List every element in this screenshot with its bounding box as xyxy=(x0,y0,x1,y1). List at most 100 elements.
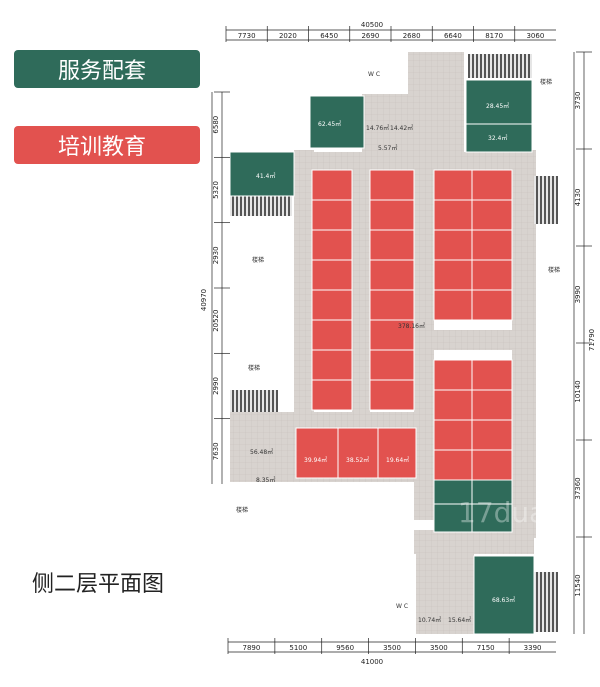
service-room xyxy=(309,95,365,149)
plan-labels: W C 14.76㎡ 14.42㎡ 5.57㎡ 378.16㎡ 56.48㎡ 8… xyxy=(236,71,560,624)
dim-segment-label: 6640 xyxy=(444,32,462,40)
training-room xyxy=(471,419,513,451)
training-room xyxy=(311,169,353,201)
dim-bottom-total: 41000 xyxy=(361,658,383,666)
wc-label-top: W C xyxy=(368,71,380,78)
dim-left-total: 40970 xyxy=(200,289,208,311)
plan-title: 侧二层平面图 xyxy=(32,572,165,597)
dim-segment-label: 3990 xyxy=(574,286,582,304)
training-room xyxy=(471,259,513,291)
training-room xyxy=(311,349,353,381)
area-label: 15.64㎡ xyxy=(448,616,471,624)
stair-bottom-right xyxy=(534,572,558,632)
dim-right-segments: 3730 4130 3990 10140 37360 11540 xyxy=(574,51,592,597)
service-room xyxy=(229,151,295,197)
legend-service: 服务配套 xyxy=(14,50,200,88)
watermark: 17dua xyxy=(458,496,546,529)
stair-label: 楼梯 xyxy=(540,78,552,86)
dim-segment-label: 8170 xyxy=(485,32,503,40)
stair-label: 楼梯 xyxy=(252,256,264,264)
dim-top-total: 40500 xyxy=(361,21,383,29)
stair-left-top xyxy=(230,196,292,216)
training-room xyxy=(311,379,353,411)
room-area-label: 19.64㎡ xyxy=(386,456,409,464)
legend-training-label: 培训教育 xyxy=(58,135,147,160)
service-room xyxy=(473,555,535,635)
training-room xyxy=(471,359,513,391)
stair-label: 楼梯 xyxy=(236,506,248,514)
dim-right-total: 71790 xyxy=(588,329,596,351)
dim-segment-label: 2690 xyxy=(361,32,379,40)
stair-left-bottom xyxy=(230,390,278,412)
service-room xyxy=(465,79,533,125)
dim-segment-label: 7730 xyxy=(238,32,256,40)
wc-label-bottom: W C xyxy=(396,603,408,610)
area-label: 56.48㎡ xyxy=(250,448,273,456)
training-room xyxy=(433,359,473,391)
training-room xyxy=(311,199,353,231)
dim-segment-label: 2020 xyxy=(279,32,297,40)
training-room xyxy=(471,449,513,481)
dim-segment-label: 3060 xyxy=(526,32,544,40)
area-label: 10.74㎡ xyxy=(418,616,441,624)
dim-segment-label: 3500 xyxy=(430,644,448,652)
training-room xyxy=(369,169,415,201)
stair-right xyxy=(534,176,558,224)
area-label: 8.35㎡ xyxy=(256,476,275,484)
training-room xyxy=(433,419,473,451)
area-label: 14.42㎡ xyxy=(390,124,413,132)
stair-label: 楼梯 xyxy=(548,266,560,274)
dim-segment-label: 5320 xyxy=(212,181,220,199)
training-room xyxy=(337,427,379,479)
training-room xyxy=(369,379,415,411)
dim-segment-label: 3390 xyxy=(524,644,542,652)
training-room xyxy=(295,427,339,479)
dim-segment-label: 6450 xyxy=(320,32,338,40)
dimension-texts: 40500 41000 40970 71790 xyxy=(200,21,596,666)
area-label: 14.76㎡ xyxy=(366,124,389,132)
dim-segment-label: 4130 xyxy=(574,189,582,207)
training-room xyxy=(433,169,473,201)
room-area-label: 39.94㎡ xyxy=(304,456,327,464)
legend-training: 培训教育 xyxy=(14,126,200,164)
room-area-label: 41.4㎡ xyxy=(256,172,275,180)
dim-segment-label: 2930 xyxy=(212,246,220,264)
corridor-area-label: 378.16㎡ xyxy=(398,322,425,330)
stair-label: 楼梯 xyxy=(248,364,260,372)
dim-segment-label: 11540 xyxy=(574,574,582,596)
service-room xyxy=(433,503,473,533)
training-room xyxy=(311,259,353,291)
training-room xyxy=(369,349,415,381)
dim-segment-label: 7150 xyxy=(477,644,495,652)
training-room xyxy=(433,449,473,481)
dim-segment-label: 37360 xyxy=(574,477,582,499)
dim-segment-label: 6580 xyxy=(212,116,220,134)
training-room xyxy=(311,289,353,321)
service-room xyxy=(471,503,513,533)
dim-segment-label: 10140 xyxy=(574,380,582,402)
training-room xyxy=(433,259,473,291)
dim-segment-label: 7890 xyxy=(243,644,261,652)
room-area-label: 62.45㎡ xyxy=(318,120,341,128)
training-room xyxy=(433,199,473,231)
training-room xyxy=(471,389,513,421)
training-room xyxy=(369,319,415,351)
area-label: 5.57㎡ xyxy=(378,144,397,152)
training-room xyxy=(433,389,473,421)
stairs xyxy=(230,54,558,632)
training-room xyxy=(471,169,513,201)
training-room xyxy=(311,319,353,351)
dim-segment-label: 7630 xyxy=(212,442,220,460)
training-room xyxy=(377,427,417,479)
dim-segment-label: 3730 xyxy=(574,92,582,110)
training-room xyxy=(311,229,353,261)
room-area-label: 32.4㎡ xyxy=(488,134,507,142)
training-room xyxy=(433,289,473,321)
training-room xyxy=(369,229,415,261)
dim-segment-label: 9560 xyxy=(336,644,354,652)
training-rooms xyxy=(295,169,513,481)
stair-top-right xyxy=(468,54,532,78)
